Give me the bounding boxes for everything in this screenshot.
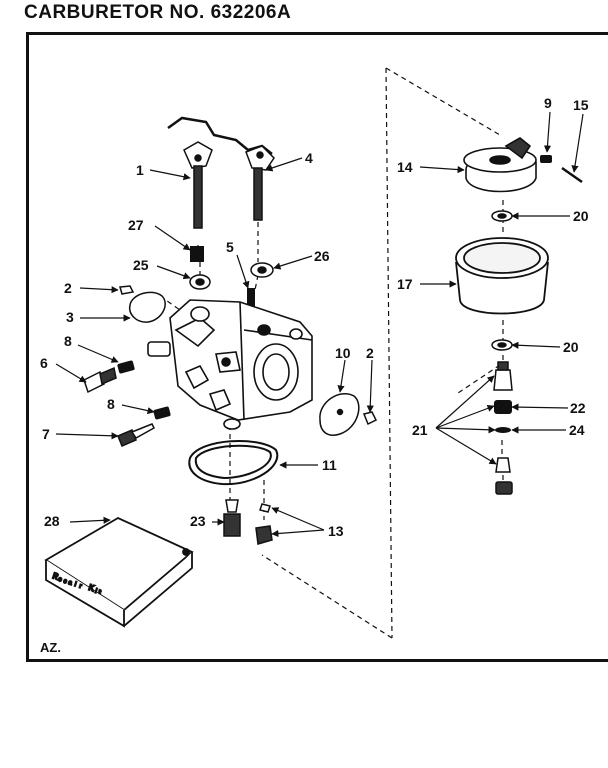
pin-part-9	[540, 155, 552, 163]
washer-part-20-lower	[491, 339, 513, 351]
plug-part-2-right	[362, 411, 378, 426]
diagram-code: AZ.	[40, 640, 61, 655]
spring-part-8-lower	[153, 406, 171, 420]
callout-22: 22	[570, 400, 586, 416]
valve-part-21-lower	[495, 457, 513, 495]
float-part-14	[463, 137, 537, 193]
gasket-ring-part-11	[188, 440, 279, 486]
callout-24: 24	[569, 422, 585, 438]
callout-26: 26	[314, 248, 330, 264]
callout-10: 10	[335, 345, 351, 361]
callout-8-lower: 8	[107, 396, 115, 412]
callout-23: 23	[190, 513, 206, 529]
callout-5: 5	[226, 239, 234, 255]
callout-labels: 1 4 27 25 5 26 2 3 8 6 8 7 10 2 11 28 23…	[40, 95, 589, 655]
screw-part-13	[255, 503, 273, 545]
callout-9: 9	[544, 95, 552, 111]
callout-3: 3	[66, 309, 74, 325]
repair-kit-part-28: Rₑ₀ₐᵢᵣ Kᵢₜ	[44, 516, 194, 628]
callout-21: 21	[412, 422, 428, 438]
callout-1: 1	[136, 162, 144, 178]
spring-part-8-upper	[117, 360, 135, 374]
needle-part-7	[117, 423, 155, 447]
leader-lines	[55, 111, 584, 538]
screw-part-5	[247, 288, 255, 310]
callout-7: 7	[42, 426, 50, 442]
washer-part-26	[250, 262, 274, 278]
diagram-frame	[26, 32, 608, 662]
jet-part-23	[223, 499, 241, 537]
washer-part-24	[495, 427, 511, 433]
bolt-part-6	[83, 366, 117, 394]
callout-28: 28	[44, 513, 60, 529]
diaphragm-part-10	[319, 393, 360, 436]
callout-2-left: 2	[64, 280, 72, 296]
seal-part-25	[189, 274, 211, 290]
callout-11: 11	[322, 457, 337, 473]
spring-part-22	[494, 400, 512, 414]
gasket-part-3	[128, 291, 166, 323]
float-bowl-part-17	[455, 237, 549, 315]
callout-27: 27	[128, 217, 144, 233]
carburetor-body-part	[147, 299, 313, 430]
callout-4: 4	[305, 150, 313, 166]
callout-13: 13	[328, 523, 344, 539]
callout-6: 6	[40, 355, 48, 371]
callout-8-upper: 8	[64, 333, 72, 349]
pin-part-15	[561, 166, 583, 184]
callout-2-right: 2	[366, 345, 374, 361]
callout-15: 15	[573, 97, 589, 113]
choke-shaft-part	[245, 145, 275, 221]
bowl-nut-part-21	[493, 361, 513, 391]
spring-part-27	[190, 246, 204, 262]
plug-part-2-left	[119, 285, 135, 295]
callout-17: 17	[397, 276, 413, 292]
callout-20-upper: 20	[573, 208, 589, 224]
callout-14: 14	[397, 159, 413, 175]
page-title: CARBURETOR NO. 632206A	[24, 2, 292, 23]
callout-20-lower: 20	[563, 339, 579, 355]
washer-part-20-upper	[491, 210, 513, 222]
callout-25: 25	[133, 257, 149, 273]
